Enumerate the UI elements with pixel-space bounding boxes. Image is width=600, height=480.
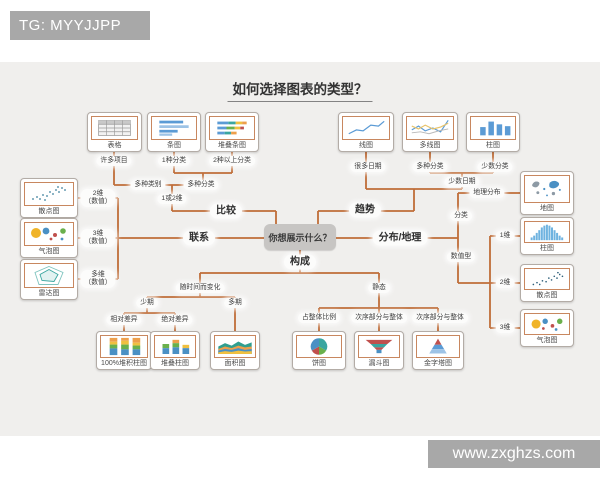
chart-label: 散点图 bbox=[536, 292, 558, 299]
line-chart-icon bbox=[342, 116, 390, 140]
chart-node-map: 地图 bbox=[520, 171, 574, 215]
chart-node-pct-stacked-column: 100%堆积柱图 bbox=[96, 331, 152, 370]
branch-compare: 比较 bbox=[210, 203, 242, 219]
chart-label: 表格 bbox=[107, 142, 122, 149]
chart-label: 柱图 bbox=[540, 245, 554, 252]
condition-categorical: 分类 bbox=[450, 211, 472, 221]
condition-static: 静态 bbox=[368, 283, 390, 293]
condition-multi-categories: 多种分类 bbox=[183, 180, 219, 190]
chart-node-histogram: 柱图 bbox=[520, 217, 574, 255]
page-title: 如何选择图表的类型？ bbox=[227, 78, 373, 102]
condition-many-periods: 多期 bbox=[224, 298, 246, 308]
chart-node-line: 线图 bbox=[338, 112, 394, 152]
condition-relative-difference: 相对差异 bbox=[106, 315, 142, 325]
chart-node-stacked-column: 堆叠柱图 bbox=[150, 331, 200, 370]
chart-label: 金字塔图 bbox=[424, 360, 452, 367]
branch-trend: 趋势 bbox=[349, 202, 381, 218]
chart-label: 散点图 bbox=[38, 208, 60, 215]
condition-few-dates: 少数日期 bbox=[444, 177, 480, 187]
condition-dim-3: 3维 bbox=[495, 323, 515, 333]
chart-node-table: 表格 bbox=[87, 112, 142, 152]
multi-line-chart-icon bbox=[406, 116, 454, 140]
central-question-node: 你想展示什么？ bbox=[264, 224, 336, 250]
condition-change-over-time: 随时间而变化 bbox=[175, 283, 225, 293]
condition-many-dates: 很多日期 bbox=[350, 162, 386, 172]
chart-label: 线图 bbox=[359, 142, 373, 149]
chart-label: 地图 bbox=[540, 205, 554, 212]
chart-label: 雷达图 bbox=[38, 290, 60, 297]
condition-dims-3-numeric: 3维 （数值） bbox=[80, 229, 116, 247]
table-chart-icon bbox=[91, 116, 138, 140]
chart-node-scatter-right: 散点图 bbox=[520, 264, 574, 302]
condition-few-periods: 少期 bbox=[136, 298, 158, 308]
chart-label: 气泡图 bbox=[536, 337, 558, 344]
branch-distribution-geo: 分布/地理 bbox=[372, 230, 428, 246]
condition-dim-1: 1维 bbox=[495, 231, 515, 241]
chart-node-pyramid: 金字塔图 bbox=[412, 331, 464, 370]
column-chart-icon bbox=[470, 116, 516, 140]
bubble-chart-icon bbox=[24, 222, 74, 246]
site-watermark-badge: www.zxghzs.com bbox=[428, 440, 600, 468]
condition-geo-distribution: 地理分布 bbox=[469, 188, 505, 198]
tg-watermark-badge: TG: MYYJJPP bbox=[10, 11, 150, 40]
chart-node-scatter-left: 散点图 bbox=[20, 178, 78, 218]
branch-relation: 联系 bbox=[183, 230, 215, 246]
condition-few-categories: 少数分类 bbox=[477, 162, 513, 172]
radar-chart-icon bbox=[24, 263, 74, 288]
pie-chart-icon bbox=[296, 335, 342, 358]
condition-one-or-two-dims: 1或2维 bbox=[157, 194, 187, 204]
condition-one-category: 1种分类 bbox=[157, 156, 191, 166]
condition-numeric-type: 数值型 bbox=[446, 252, 476, 262]
chart-label: 多线图 bbox=[419, 142, 441, 149]
chart-node-column: 柱图 bbox=[466, 112, 520, 152]
chart-node-bubble-right: 气泡图 bbox=[520, 309, 574, 347]
condition-share-of-whole: 占整体比例 bbox=[298, 313, 340, 323]
chart-node-multi-line: 多线图 bbox=[402, 112, 458, 152]
condition-dims-2-numeric: 2维 （数值） bbox=[80, 189, 116, 207]
chart-label: 100%堆积柱图 bbox=[101, 360, 147, 367]
area-chart-icon bbox=[214, 335, 256, 358]
chart-node-bar: 条图 bbox=[147, 112, 201, 152]
condition-multi-categories-trend: 多种分类 bbox=[412, 162, 448, 172]
chart-node-area: 面积图 bbox=[210, 331, 260, 370]
stacked-column-chart-icon bbox=[154, 335, 196, 358]
map-chart-icon bbox=[524, 175, 570, 203]
chart-node-radar: 雷达图 bbox=[20, 259, 78, 300]
funnel-chart-icon bbox=[358, 335, 400, 358]
chart-label: 气泡图 bbox=[38, 248, 60, 255]
scatter-chart-icon bbox=[524, 268, 570, 290]
pct-stacked-column-chart-icon bbox=[100, 335, 148, 358]
condition-dim-2: 2维 bbox=[495, 278, 515, 288]
condition-dims-multi-numeric: 多维 （数值） bbox=[80, 270, 116, 288]
stacked-bar-chart-icon bbox=[209, 116, 255, 140]
scatter-chart-icon bbox=[24, 182, 74, 206]
condition-sequential-part-to-whole-funnel: 次序部分与整体 bbox=[351, 313, 407, 323]
condition-many-items: 许多项目 bbox=[96, 156, 132, 166]
condition-sequential-part-to-whole-pyramid: 次序部分与整体 bbox=[412, 313, 468, 323]
condition-many-categories: 多种类别 bbox=[130, 180, 166, 190]
chart-label: 饼图 bbox=[312, 360, 326, 367]
chart-label: 面积图 bbox=[224, 360, 246, 367]
condition-two-plus-categories: 2种以上分类 bbox=[209, 156, 255, 166]
chart-label: 堆叠条图 bbox=[218, 142, 246, 149]
bar-chart-icon bbox=[151, 116, 197, 140]
chart-node-stacked-bar: 堆叠条图 bbox=[205, 112, 259, 152]
chart-label: 条图 bbox=[167, 142, 181, 149]
chart-label: 漏斗图 bbox=[368, 360, 390, 367]
condition-absolute-difference: 绝对差异 bbox=[157, 315, 193, 325]
chart-node-funnel: 漏斗图 bbox=[354, 331, 404, 370]
branch-composition: 构成 bbox=[284, 254, 316, 270]
chart-node-bubble-left: 气泡图 bbox=[20, 218, 78, 258]
chart-label: 柱图 bbox=[486, 142, 500, 149]
chart-label: 堆叠柱图 bbox=[161, 360, 189, 367]
pyramid-chart-icon bbox=[416, 335, 460, 358]
bubble-chart-icon bbox=[524, 313, 570, 335]
chart-node-pie: 饼图 bbox=[292, 331, 346, 370]
histogram-chart-icon bbox=[524, 221, 570, 243]
